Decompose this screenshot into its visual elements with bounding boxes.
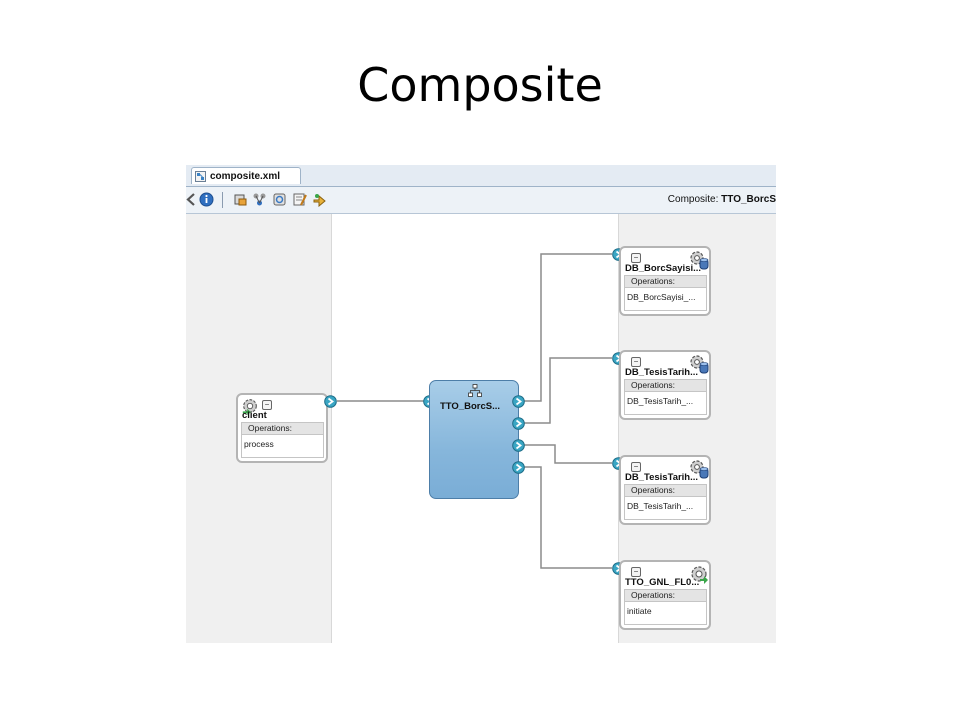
operations-label: Operations: (625, 276, 706, 288)
wire-bpel-ref-1 (524, 253, 612, 402)
gear-icon (691, 566, 708, 584)
jdeveloper-composite-editor: composite.xml (186, 165, 776, 643)
back-arrow-icon[interactable] (186, 192, 199, 207)
composite-file-icon (195, 171, 206, 182)
editor-tab-bar: composite.xml (186, 165, 776, 187)
wiring-icon[interactable] (252, 192, 267, 207)
database-icon (690, 460, 709, 479)
composite-name-label: Composite: TTO_BorcS (668, 194, 776, 205)
slide-title: Composite (357, 58, 603, 112)
operation-value[interactable]: DB_TesisTarih_... (627, 501, 694, 511)
reference-card-tto-gnl[interactable]: − TTO_GNL_FL0... Operations: initiate (619, 560, 711, 630)
database-icon (690, 355, 709, 374)
operations-label: Operations: (625, 380, 706, 392)
reference-operations: Operations: DB_BorcSayisi_... (624, 275, 707, 311)
client-service-card[interactable]: − client Operations: process (236, 393, 328, 463)
composite-name: TTO_BorcS (721, 194, 776, 205)
service-port-icon[interactable] (324, 395, 337, 408)
bpel-reference-port-2[interactable] (512, 417, 525, 430)
bpel-title: TTO_BorcS... (440, 401, 501, 412)
client-title: client (242, 410, 267, 421)
reference-operations: Operations: DB_TesisTarih_... (624, 484, 707, 520)
reference-operations: Operations: DB_TesisTarih_... (624, 379, 707, 415)
client-operations: Operations: process (241, 422, 324, 458)
edit-icon[interactable] (292, 192, 307, 207)
gear-icon (242, 399, 257, 415)
collapse-button[interactable]: − (631, 253, 641, 263)
bpel-reference-port-3[interactable] (512, 439, 525, 452)
reference-title: TTO_GNL_FL0... (625, 577, 700, 588)
collapse-button[interactable]: − (631, 462, 641, 472)
reference-card-db-tesistarih-1[interactable]: − DB_TesisTarih... Operations: DB_TesisT… (619, 350, 711, 420)
bpel-reference-port-4[interactable] (512, 461, 525, 474)
wire-bpel-ref-4 (524, 466, 612, 569)
operation-value[interactable]: DB_TesisTarih_... (627, 396, 694, 406)
wire-bpel-ref-2 (524, 357, 612, 424)
bpel-process-component[interactable]: TTO_BorcS... (429, 380, 519, 499)
operation-value[interactable]: initiate (627, 606, 652, 616)
operation-value[interactable]: DB_BorcSayisi_... (627, 292, 696, 302)
bpel-reference-port-1[interactable] (512, 395, 525, 408)
reference-card-db-borcsayisi[interactable]: − DB_BorcSayisi... Operations: DB_BorcSa… (619, 246, 711, 316)
operations-label: Operations: (242, 423, 323, 435)
operation-value[interactable]: process (244, 439, 274, 449)
database-icon (690, 251, 709, 270)
wire-bpel-ref-3 (524, 444, 612, 464)
operations-label: Operations: (625, 590, 706, 602)
reference-title: DB_BorcSayisi... (625, 263, 702, 274)
info-icon[interactable] (199, 192, 214, 207)
tab-label: composite.xml (210, 171, 281, 182)
wires (337, 253, 612, 569)
deploy-icon[interactable] (233, 192, 248, 207)
reference-title: DB_TesisTarih... (625, 367, 699, 378)
refresh-icon[interactable] (272, 192, 287, 207)
composite-label-text: Composite: (667, 194, 719, 205)
editor-toolbar: Composite: TTO_BorcS (186, 187, 776, 214)
operations-label: Operations: (625, 485, 706, 497)
reference-card-db-tesistarih-2[interactable]: − DB_TesisTarih... Operations: DB_TesisT… (619, 455, 711, 525)
test-icon[interactable] (312, 192, 327, 207)
bpel-process-icon (468, 384, 482, 397)
tab-composite-xml[interactable]: composite.xml (191, 167, 301, 184)
collapse-button[interactable]: − (262, 400, 272, 410)
toolbar-separator (222, 192, 223, 208)
reference-title: DB_TesisTarih... (625, 472, 699, 483)
collapse-button[interactable]: − (631, 567, 641, 577)
reference-operations: Operations: initiate (624, 589, 707, 625)
collapse-button[interactable]: − (631, 357, 641, 367)
